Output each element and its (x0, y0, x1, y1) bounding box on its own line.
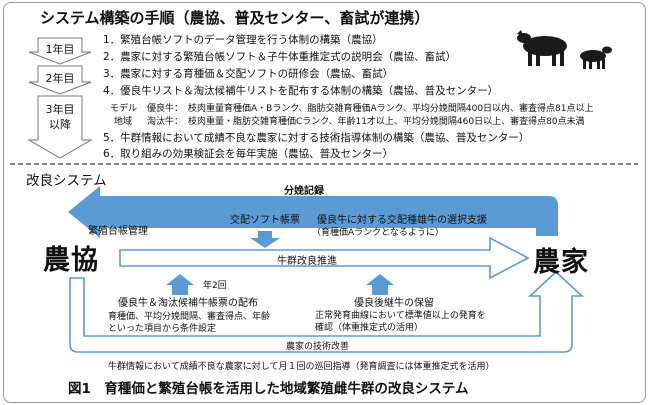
step-1: 1．繁殖台帳ソフトのデータ管理を行う体制の構築（農協） (103, 34, 383, 46)
nen2-label: 年2回 (203, 281, 227, 291)
model-row1-head: 優良牛： (147, 104, 184, 114)
node-noukyou: 農協 (43, 245, 99, 276)
figure-frame (3, 2, 646, 403)
hoji-up-arrow (366, 274, 394, 295)
cond-line-1: 育種価、平均分娩間隔、審査得点、年齢 (108, 312, 271, 322)
model-row2: 枝肉重量・脂肪交雑育種価Cランク、年齢11才以上、平均分娩間隔460日以上、審査… (188, 117, 585, 127)
gijutsu-arrow (69, 270, 585, 353)
system-title: 改良システム (26, 173, 107, 189)
year-label-3: 3年目 (45, 103, 75, 116)
year-label-4: 以降 (49, 118, 71, 131)
kohai-down-arrow (250, 231, 280, 248)
hoji-label: 優良後継牛の保留 (354, 298, 434, 309)
step-2: 2．農家に対する繁殖台帳ソフト＆子牛体重推定式の説明会（農協、畜試） (103, 51, 457, 63)
year-label-2: 2年目 (45, 72, 75, 85)
hoji-line-2: 確認（体重推定式の活用） (315, 323, 424, 333)
cattle-icon (517, 30, 612, 69)
model-row2-head: 淘汰牛： (147, 117, 184, 127)
step-6: 6．取り組みの効果検証会を毎年実施（農協、普及センター） (103, 148, 394, 160)
cond-line-2: といった項目から条件設定 (108, 324, 217, 334)
gijutsu-label: 農家の技術改善 (286, 342, 350, 352)
haifu-up-arrow (166, 274, 194, 295)
model-label-1: モデル (110, 104, 138, 114)
procedure-title: システム構築の手順（農協、普及センター、畜試が連携） (40, 9, 430, 27)
step-3: 3．農家に対する育種価＆交配ソフトの研修会（農協、畜試） (103, 68, 394, 80)
year-label-1: 1年目 (45, 43, 75, 56)
kohai-label: 交配ソフト帳票 (230, 215, 300, 226)
year-arrow-1 (28, 37, 92, 65)
support-line-1: 優良牛に対する交配種雄牛の選択支援 (317, 215, 487, 226)
bunben-arrow (68, 186, 558, 238)
step-4: 4．優良牛リスト＆淘汰候補牛リストを配布する体制の構築（農協、普及センター） (103, 85, 499, 97)
support-line-2: （育種価Aランクとなるように） (312, 228, 444, 238)
gyugun-label: 牛群改良推進 (277, 256, 337, 267)
model-label-2: 地域 (114, 117, 133, 127)
year-arrow-3 (27, 95, 93, 159)
model-row1: 枝肉重量育種価A・Bランク、脂肪交雑育種価Aランク、平均分娩間隔400日以内、審… (188, 104, 594, 114)
haifu-label: 優良牛＆淘汰候補牛帳票の配布 (118, 298, 258, 309)
bunben-label: 分娩記録 (284, 186, 324, 197)
gyugun-arrow (119, 236, 530, 280)
hanshoku-label: 繁殖台帳管理 (88, 226, 148, 237)
figure-caption: 図1 育種価と繁殖台帳を活用した地域繁殖雌牛群の改良システム (68, 381, 469, 397)
node-nouka: 農家 (533, 247, 589, 278)
year-arrow-2 (28, 65, 92, 95)
step-5: 5．牛群情報において成績不良な農家に対する技術指導体制の構築（農協、普及センター… (103, 132, 530, 144)
note-text: 牛群情報において成績不良な農家に対して月１回の巡回指導（発育調査には体重推定式を… (108, 362, 495, 372)
hoji-line-1: 正常発育曲線において標準値以上の発育を (315, 311, 486, 321)
